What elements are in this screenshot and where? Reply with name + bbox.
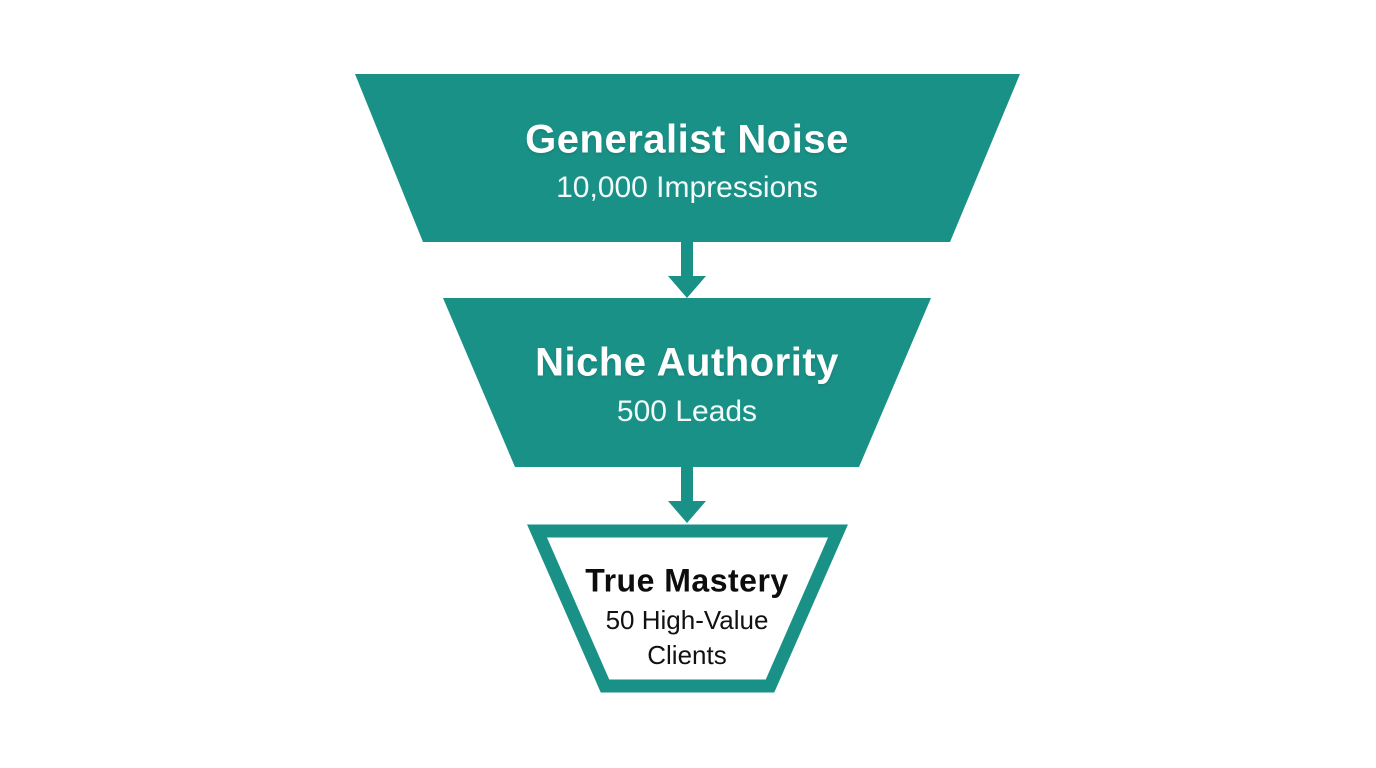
funnel-tier-2-shape [443, 298, 931, 467]
down-arrow-icon [668, 467, 706, 523]
funnel-tier-3-shape [527, 524, 848, 693]
funnel-tier-1-shape [355, 74, 1020, 242]
down-arrow-icon [668, 242, 706, 298]
